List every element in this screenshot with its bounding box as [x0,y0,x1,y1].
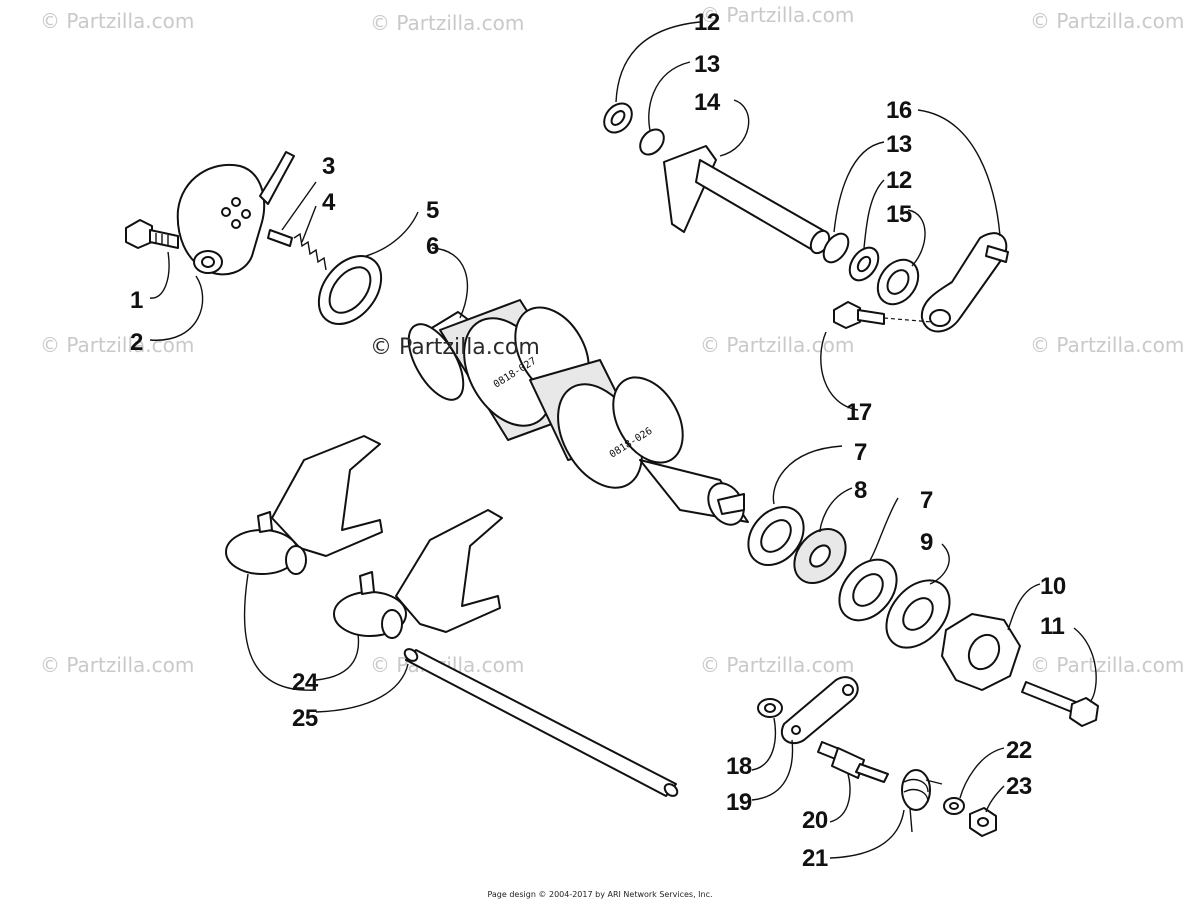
callout-number: 2 [130,329,143,356]
callout-number: 14 [694,89,721,116]
callout-number: 22 [1006,737,1032,764]
callout-number: 13 [886,131,912,158]
part-switch-housing-2 [176,151,295,276]
callout-number: 20 [802,807,828,834]
watermark: © Partzilla.com [40,333,194,357]
part-clip-13-right [822,232,850,264]
callout-number: 5 [426,197,439,224]
part-washer-22 [943,797,965,815]
watermark: © Partzilla.com [1030,9,1184,33]
callout-number: 4 [322,189,336,216]
callout-number: 23 [1006,773,1032,800]
callout-number: 21 [802,845,828,872]
watermark: © Partzilla.com [1030,333,1184,357]
callout-number: 19 [726,789,752,816]
leader-lines [149,21,1097,859]
part-shaft-25 [403,648,679,797]
callout-number: 25 [292,705,318,732]
part-washer-9 [885,579,951,649]
watermark: © Partzilla.com [40,9,194,33]
callout-number: 10 [1040,573,1066,600]
callout-number: 15 [886,201,912,228]
callout-number: 8 [854,477,867,504]
part-spring-washer-8 [793,528,847,584]
part-washer-18 [757,698,783,718]
part-spring-4 [293,232,327,271]
part-shift-fork-24-lower [333,509,503,639]
part-bolt-1 [125,219,179,249]
watermark-layer: © Partzilla.com © Partzilla.com © Partzi… [40,3,1184,677]
callout-number: 18 [726,753,752,780]
callout-number: 11 [1040,613,1065,640]
part-bolt-17 [833,301,933,329]
watermark: © Partzilla.com [700,333,854,357]
part-spring-21 [901,769,943,833]
callout-number: 7 [854,439,867,466]
part-clip-13-top [639,128,665,156]
watermark: © Partzilla.com [700,653,854,677]
callout-number: 6 [426,233,439,260]
callout-number: 12 [886,167,912,194]
part-nut-23 [969,807,997,837]
watermark: © Partzilla.com [370,11,524,35]
callout-number: 17 [846,399,872,426]
part-arm-19 [781,676,859,745]
watermark: © Partzilla.com [40,653,194,677]
part-washer-7-b [838,558,898,622]
watermark-featured: © Partzilla.com [370,335,540,360]
part-shift-fork-24-upper [225,435,383,575]
callout-number: 1 [130,287,143,314]
part-bearing-15 [876,258,920,306]
part-bolt-11 [1021,681,1099,727]
part-cam-10 [941,613,1021,691]
callout-number: 24 [292,669,319,696]
watermark: © Partzilla.com [700,3,854,27]
callout-number: 13 [694,51,720,78]
callout-number: 7 [920,487,933,514]
part-washer-7-a [747,506,805,566]
part-washer-12-top [603,102,633,134]
part-shift-arm-16 [920,232,1009,333]
watermark: © Partzilla.com [1030,653,1184,677]
part-shift-drum-6: 0818-027 0818-026 [407,299,749,526]
part-washer-5 [317,255,383,325]
callout-numbers: 1 2 3 4 5 6 7 8 7 9 10 11 12 13 14 16 13… [130,9,1066,872]
part-pin-20 [817,741,889,783]
part-washer-12-right [848,246,880,282]
callout-number: 9 [920,529,933,556]
callout-number: 16 [886,97,912,124]
callout-number: 12 [694,9,720,36]
callout-number: 3 [322,153,335,180]
part-pin-3 [267,229,293,247]
page-footer: Page design © 2004-2017 by ARI Network S… [487,890,713,899]
part-shift-shaft-14 [663,145,831,255]
